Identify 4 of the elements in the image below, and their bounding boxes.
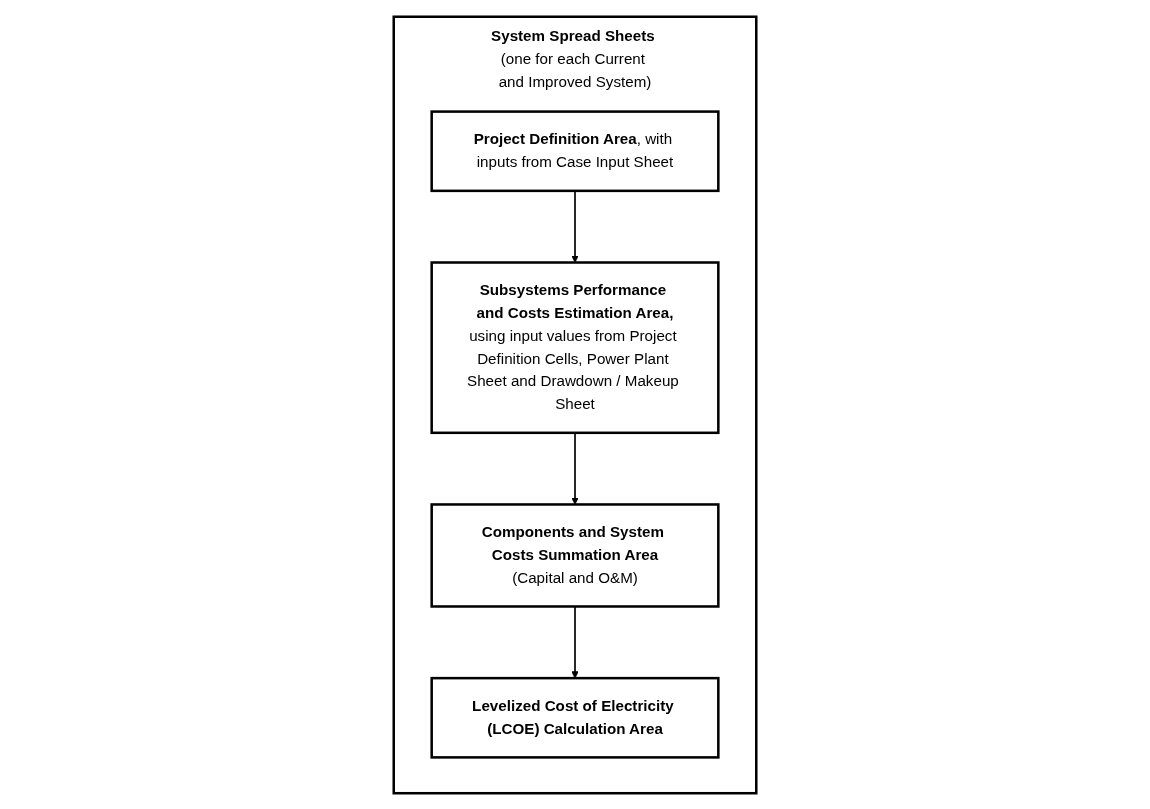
node-box: Components and System Costs Summation Area (Capital and O&M) xyxy=(430,502,720,608)
node-box: Levelized Cost of Electricity (LCOE) Calculation Area xyxy=(430,676,720,759)
node-box: Project Definition Area, with inputs from Case Input Sheet xyxy=(430,109,720,192)
node-box: Subsystems Performance and Costs Estimation Area, using input values from Project Definition Cells, Power Plant Sheet and Drawdown / Makeup Sheet xyxy=(430,260,720,434)
